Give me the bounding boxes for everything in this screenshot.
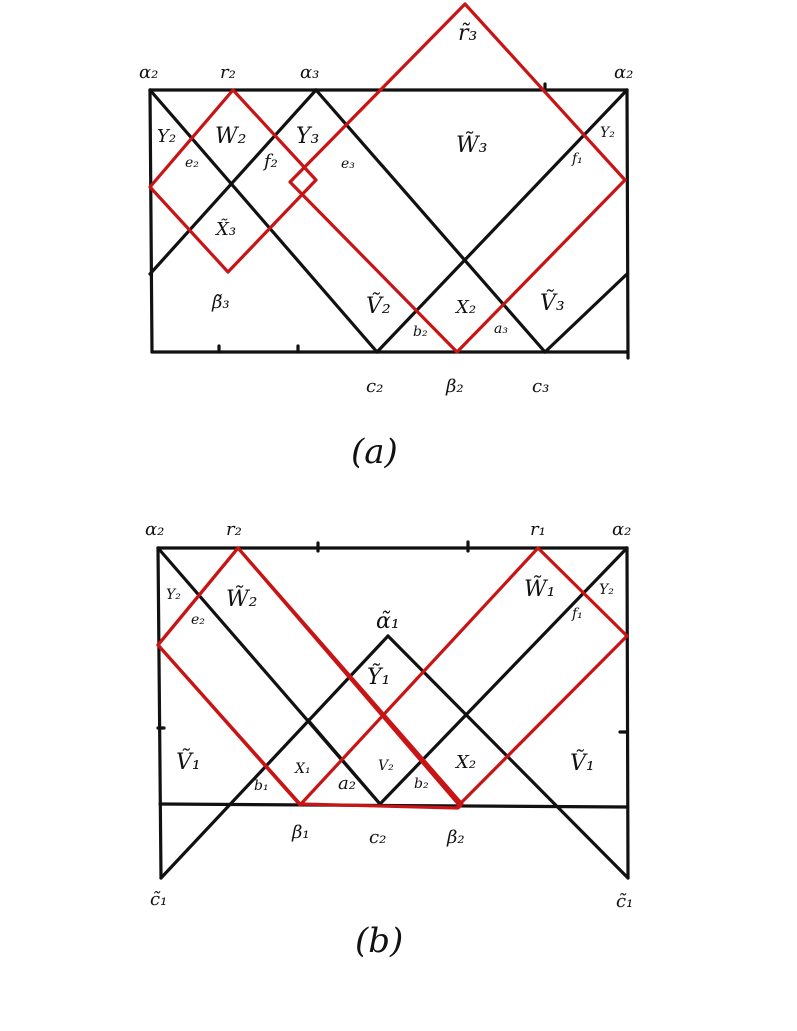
a-label-X3-tilde: X̃₃ — [214, 218, 236, 240]
a-label-alpha3: α₃ — [300, 62, 319, 83]
panel-b-caption: (b) — [355, 921, 403, 961]
a-label-f1: f₁ — [571, 151, 583, 167]
a-label-beta3-tilde: β̃₃ — [211, 292, 230, 313]
a-small-red-diamond — [148, 88, 318, 274]
b-diag-c2-up-to-alpha1 — [306, 718, 382, 806]
panel-b-labels: α₂ r₂ r₁ α₂ Y₂ e₂ W̃₂ α̃₁ W̃₁ Y₂ f₁ Ỹ₁ Ṽ… — [145, 519, 633, 912]
a-label-V3-tilde: Ṽ₃ — [540, 288, 565, 316]
b-label-c2: c₂ — [369, 827, 386, 848]
b-left-red-bottom — [156, 546, 629, 808]
b-label-alpha2-left: α₂ — [145, 519, 164, 540]
b-label-r2: r₂ — [226, 519, 242, 540]
b-label-Y2-left: Y₂ — [166, 587, 181, 603]
a-label-r2: r₂ — [220, 62, 236, 83]
b-label-W1-tilde: W̃₁ — [524, 576, 555, 602]
panel-a-labels: α₂ r₂ α₃ r̃₃ α₂ Y₂ W₂ Y₃ W̃₃ Y₂ e₂ f₂ e₃… — [139, 21, 633, 397]
a-label-W3-tilde: W̃₃ — [456, 132, 487, 158]
a-label-c3: c₃ — [532, 376, 549, 397]
a-label-alpha2-left: α₂ — [139, 62, 158, 83]
b-label-alpha2-right: α₂ — [612, 519, 631, 540]
a-label-a3: a₃ — [494, 321, 508, 337]
a-label-beta2: β₂ — [445, 376, 464, 397]
b-label-V1-tilde-right: Ṽ₁ — [570, 748, 595, 776]
b-label-X2: X₂ — [454, 752, 476, 773]
a-label-c2: c₂ — [366, 376, 383, 397]
a-label-e2: e₂ — [185, 155, 199, 171]
b-label-f1: f₁ — [571, 606, 583, 622]
b-left-edge — [156, 546, 163, 880]
a-label-V2-tilde: Ṽ₂ — [366, 291, 391, 319]
b-label-c1-tilde-right: c̃₁ — [616, 891, 633, 912]
b-label-V1-tilde-left: Ṽ₁ — [176, 747, 201, 775]
b-label-beta2: β₂ — [446, 827, 465, 848]
a-left-edge — [148, 88, 154, 354]
a-label-Y2-right: Y₂ — [600, 125, 615, 141]
a-diag-alpha2r-to-c2 — [375, 88, 629, 354]
b-label-beta1: β₁ — [291, 822, 310, 843]
a-diag-alpha3-down-left — [148, 88, 318, 276]
a-label-e3: e₃ — [341, 156, 355, 172]
b-right-edge — [625, 546, 630, 880]
b-label-e2: e₂ — [191, 612, 205, 628]
b-label-a2: a₂ — [338, 773, 356, 794]
b-label-b1: b₁ — [254, 778, 269, 794]
panel-a-red-lines — [148, 2, 627, 354]
panel-a: α₂ r₂ α₃ r̃₃ α₂ Y₂ W₂ Y₃ W̃₃ Y₂ e₂ f₂ e₃… — [139, 2, 633, 472]
b-label-Y1-tilde: Ỹ₁ — [367, 662, 390, 690]
b-label-Y2-right: Y₂ — [599, 582, 614, 598]
panel-a-black-lines — [148, 82, 630, 360]
a-diag-alpha3-to-c3 — [314, 88, 547, 354]
b-label-V2: V₂ — [378, 758, 394, 774]
b-label-X1: X₁ — [294, 761, 311, 777]
a-diag-c3-up-right — [543, 272, 629, 354]
a-label-b2: b₂ — [413, 324, 428, 340]
b-label-r1: r₁ — [530, 519, 546, 540]
a-label-Y2-left: Y₂ — [157, 126, 176, 147]
b-left-red-path — [156, 546, 462, 808]
a-diag-alpha2-to-c2 — [148, 88, 379, 354]
a-large-red-diamond — [288, 2, 627, 354]
b-label-alpha1-tilde: α̃₁ — [376, 609, 400, 634]
panel-a-caption: (a) — [351, 432, 398, 472]
a-label-Y3: Y₃ — [296, 124, 319, 149]
b-label-c1-tilde-left: c̃₁ — [150, 889, 167, 910]
a-label-W2: W₂ — [215, 124, 246, 149]
panel-b-red-lines — [156, 546, 629, 810]
panel-b: α₂ r₂ r₁ α₂ Y₂ e₂ W̃₂ α̃₁ W̃₁ Y₂ f₁ Ỹ₁ Ṽ… — [145, 519, 633, 961]
a-label-r3-tilde: r̃₃ — [458, 21, 477, 46]
a-label-X2: X₂ — [454, 297, 476, 318]
a-right-edge — [625, 88, 630, 360]
b-label-W2-tilde: W̃₂ — [226, 586, 257, 612]
b-label-b2: b₂ — [414, 776, 429, 792]
a-label-alpha2-right: α₂ — [614, 62, 633, 83]
a-label-f2: f₂ — [262, 151, 278, 172]
